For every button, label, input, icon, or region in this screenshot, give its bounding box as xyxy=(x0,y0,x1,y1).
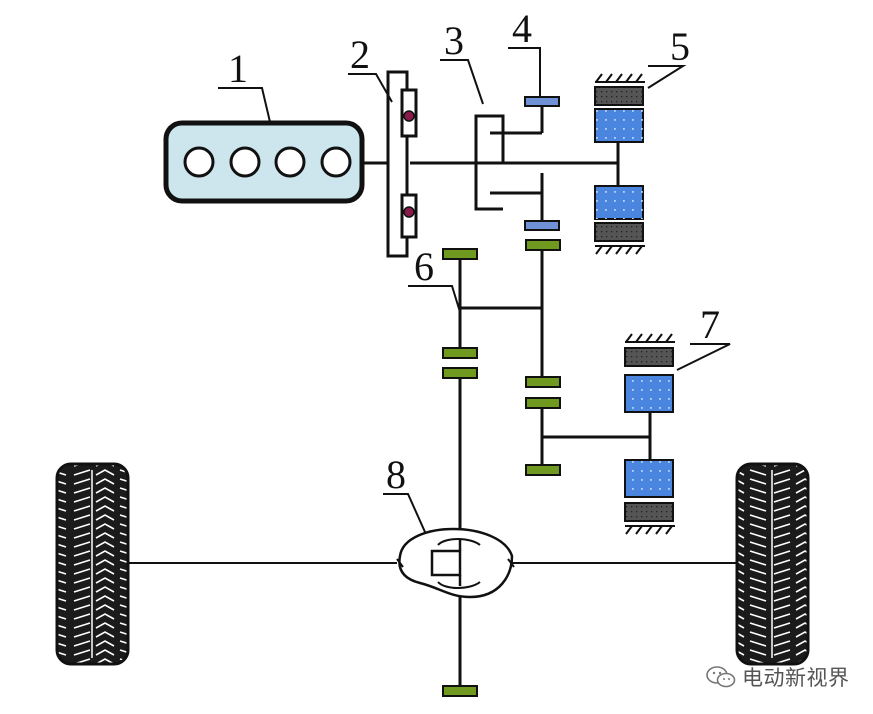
label-8: 8 xyxy=(386,452,406,497)
left-wheel xyxy=(55,462,130,666)
motor-generator-5 xyxy=(594,73,645,255)
watermark: 电动新视界 xyxy=(706,662,850,692)
label-5: 5 xyxy=(670,24,690,69)
torsional-damper xyxy=(386,70,418,258)
label-7: 7 xyxy=(700,302,720,347)
engine-cylinder xyxy=(320,146,352,178)
engine-cylinder xyxy=(229,146,261,178)
label-3: 3 xyxy=(444,18,464,63)
wechat-icon xyxy=(706,666,736,688)
watermark-text: 电动新视界 xyxy=(742,666,850,690)
engine xyxy=(163,120,365,204)
component-labels: 1 2 3 4 5 6 7 8 xyxy=(228,6,720,497)
label-4: 4 xyxy=(512,6,532,51)
engine-cylinder xyxy=(274,146,306,178)
label-2: 2 xyxy=(350,32,370,77)
right-wheel xyxy=(735,462,810,666)
shafts xyxy=(128,107,737,686)
clutch-pads xyxy=(524,96,560,231)
label-1: 1 xyxy=(228,46,248,91)
gears xyxy=(442,239,561,697)
leader-lines xyxy=(218,47,731,533)
motor-7 xyxy=(624,333,675,535)
differential xyxy=(396,527,515,599)
label-6: 6 xyxy=(414,244,434,289)
engine-cylinder xyxy=(183,146,215,178)
